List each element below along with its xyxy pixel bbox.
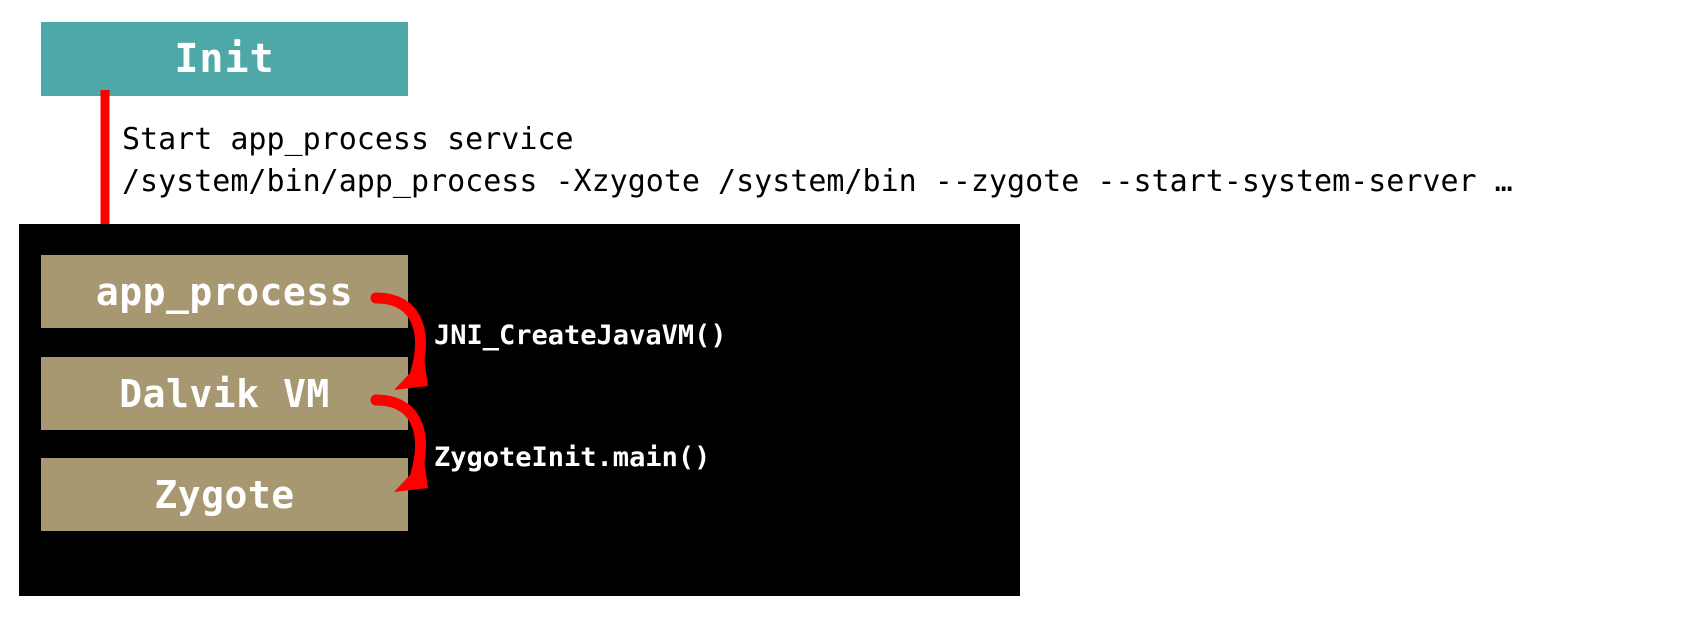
init-box-label: Init — [174, 36, 275, 82]
stack-box-dalvik-vm: Dalvik VM — [41, 357, 408, 430]
stack-box-zygote: Zygote — [41, 458, 408, 531]
call-arrow-label-0: JNI_CreateJavaVM() — [434, 320, 727, 351]
call-arrow-label-1: ZygoteInit.main() — [434, 442, 711, 473]
stack-box-app-process: app_process — [41, 255, 408, 328]
stack-box-label: Zygote — [154, 472, 295, 517]
init-box: Init — [41, 22, 408, 96]
stack-box-label: app_process — [95, 269, 354, 314]
transition-note: Start app_process service /system/bin/ap… — [122, 122, 1513, 199]
stack-box-label: Dalvik VM — [119, 371, 330, 416]
